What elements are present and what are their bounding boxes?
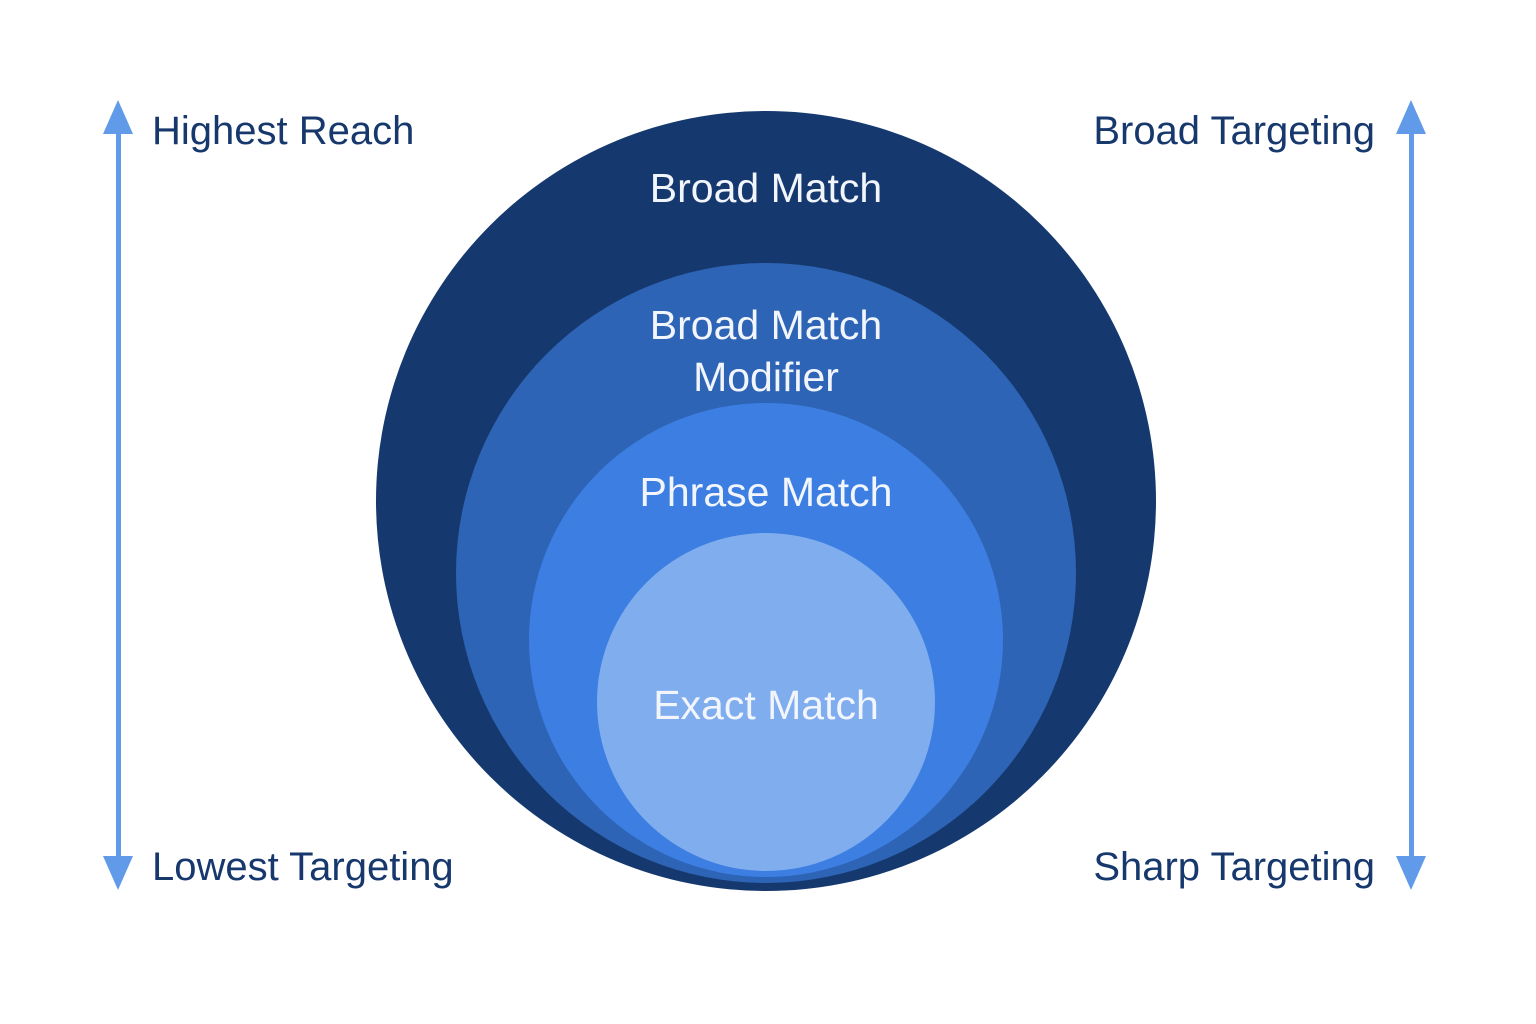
arrow-up-icon xyxy=(1396,100,1426,134)
label-broad-targeting: Broad Targeting xyxy=(1093,109,1375,153)
label-lowest-targeting: Lowest Targeting xyxy=(152,845,454,889)
label-sharp-targeting: Sharp Targeting xyxy=(1093,845,1375,889)
right-scale-arrow xyxy=(1396,100,1426,890)
ring-label-exact-match: Exact Match xyxy=(653,682,879,728)
arrow-shaft xyxy=(115,132,121,858)
label-highest-reach: Highest Reach xyxy=(152,109,415,153)
ring-label-phrase-match: Phrase Match xyxy=(639,469,893,515)
ring-label-broad-match: Broad Match xyxy=(649,165,883,211)
arrow-down-icon xyxy=(1396,856,1426,890)
ring-label-broad-match-modifier: Broad Match Modifier xyxy=(649,302,883,400)
arrow-up-icon xyxy=(103,100,133,134)
arrow-down-icon xyxy=(103,856,133,890)
left-scale-arrow xyxy=(103,100,133,890)
arrow-shaft xyxy=(1408,132,1414,858)
ring-exact-match xyxy=(597,533,935,871)
